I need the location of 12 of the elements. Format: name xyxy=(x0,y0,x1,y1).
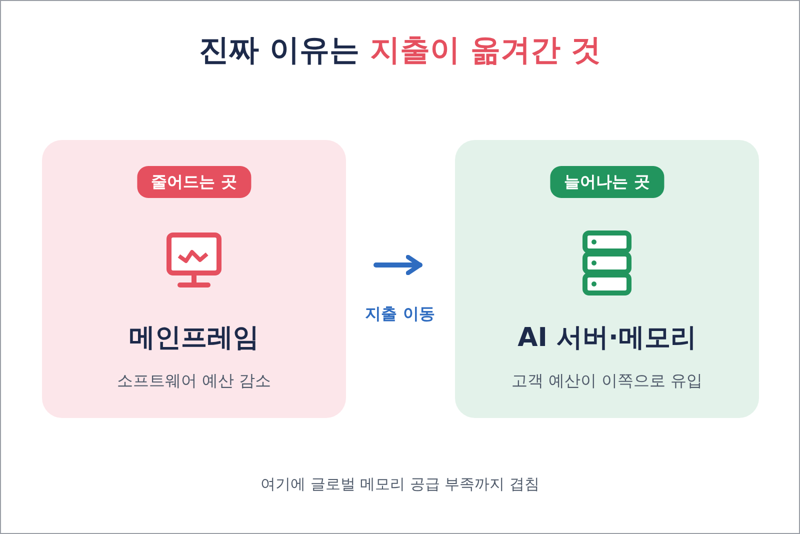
card-heading: AI 서버·메모리 xyxy=(518,322,696,355)
tag-badge: 늘어나는 곳 xyxy=(550,166,664,198)
tag-badge: 줄어드는 곳 xyxy=(137,166,251,198)
edge-label: 지출 이동 xyxy=(363,304,437,323)
arrow xyxy=(374,254,422,276)
category-card xyxy=(42,140,346,418)
card-description: 소프트웨어 예산 감소 xyxy=(116,371,272,392)
card-description: 고객 예산이 이쪽으로 유입 xyxy=(511,371,703,392)
footnote: 여기에 글로벌 메모리 공급 부족까지 겹침 xyxy=(260,475,540,494)
category-card xyxy=(455,140,759,418)
card-heading: 메인프레임 xyxy=(129,322,259,355)
title: 진짜 이유는 지출이 옮겨간 것 xyxy=(198,32,602,70)
